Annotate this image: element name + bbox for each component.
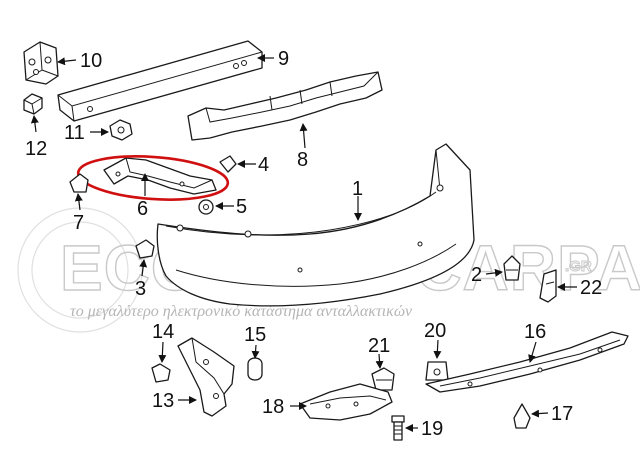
part-nut-20[interactable] — [425, 361, 449, 381]
part-nut-15[interactable] — [247, 357, 263, 381]
part-grommet-3[interactable] — [135, 239, 155, 259]
part-bolt[interactable] — [23, 93, 43, 115]
part-side-bracket[interactable] — [177, 337, 235, 417]
part-clip-17[interactable] — [513, 403, 531, 429]
watermark-tagline: το μεγαλύτερο ηλεκτρονικό κατάστημα αντα… — [70, 303, 413, 320]
part-bolt-19[interactable] — [391, 415, 405, 441]
callout-6: 6 — [137, 198, 148, 220]
part-beam-bracket[interactable] — [23, 41, 59, 85]
part-clip-2[interactable] — [503, 255, 521, 281]
watermark-logo-inner-ring — [31, 221, 129, 319]
part-bracket-22[interactable] — [539, 269, 557, 303]
callout-12: 12 — [25, 138, 47, 160]
part-nut[interactable] — [109, 119, 133, 141]
part-nut-5[interactable] — [198, 199, 214, 215]
callout-21: 21 — [368, 335, 390, 357]
watermark-tld: .GR — [565, 258, 592, 275]
callout-4: 4 — [258, 154, 269, 176]
callout-17: 17 — [551, 403, 573, 425]
part-energy-absorber[interactable] — [187, 71, 383, 141]
part-lower-absorber[interactable] — [425, 331, 629, 393]
part-reinforcement-beam[interactable] — [57, 40, 263, 122]
callout-20: 20 — [424, 320, 446, 342]
callout-11: 11 — [64, 122, 85, 144]
callout-5: 5 — [236, 196, 247, 218]
part-side-retainer[interactable] — [103, 157, 217, 195]
callout-13: 13 — [152, 390, 174, 412]
callout-8: 8 — [297, 149, 308, 171]
callout-15: 15 — [244, 324, 266, 346]
part-grommet-14[interactable] — [151, 363, 171, 383]
callout-10: 10 — [80, 50, 102, 72]
callout-16: 16 — [524, 321, 546, 343]
part-bumper-cover[interactable] — [156, 143, 475, 307]
callout-22: 22 — [580, 277, 602, 299]
callout-1: 1 — [352, 178, 363, 200]
highlight-ring — [76, 155, 230, 201]
callout-2: 2 — [471, 264, 482, 286]
part-clip-4[interactable] — [219, 155, 237, 173]
callout-19: 19 — [421, 418, 443, 440]
leader-lines — [30, 54, 577, 432]
callout-18: 18 — [262, 396, 284, 418]
callout-labels: 9 10 12 11 8 4 5 6 7 1 3 2 22 14 15 13 2… — [25, 48, 602, 440]
part-retainer-21[interactable] — [371, 367, 395, 391]
callout-7: 7 — [73, 212, 84, 234]
callout-3: 3 — [135, 278, 146, 300]
callout-9: 9 — [278, 48, 289, 70]
part-clip-7[interactable] — [69, 173, 89, 193]
part-lower-bracket[interactable] — [299, 383, 393, 421]
callout-14: 14 — [152, 321, 174, 343]
